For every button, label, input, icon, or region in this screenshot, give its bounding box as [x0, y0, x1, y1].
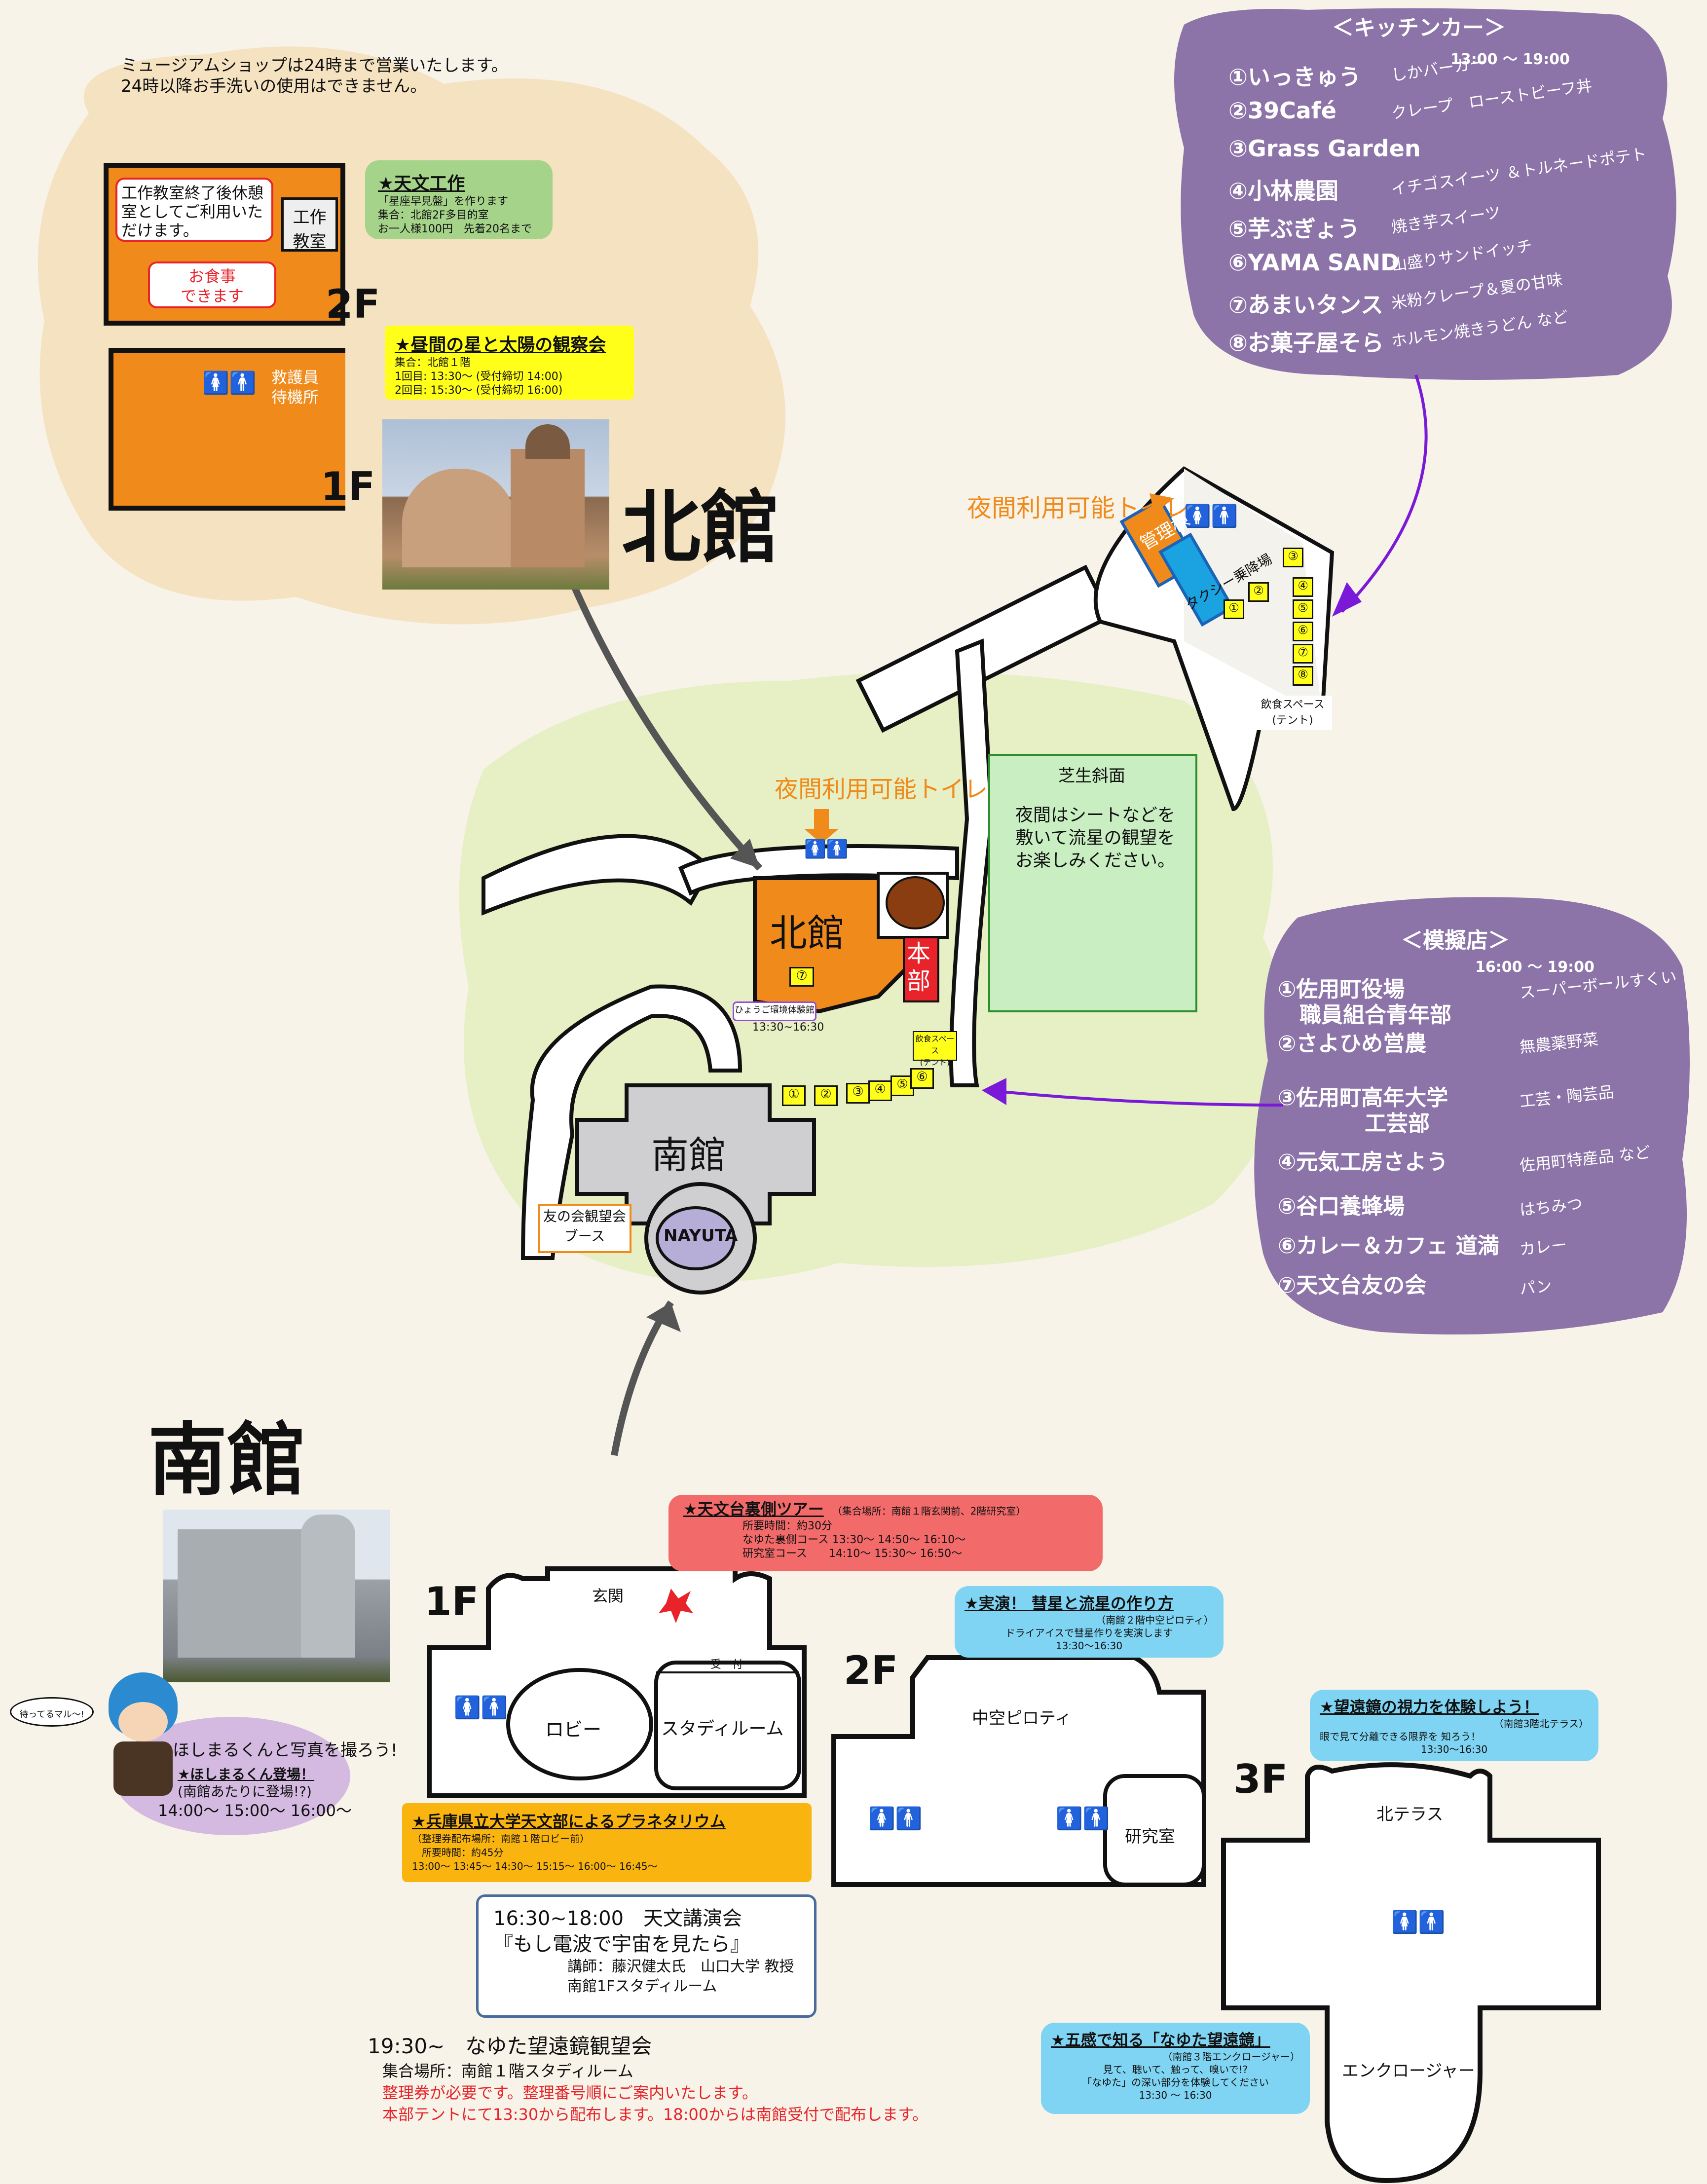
north-1f-plan: 🚺🚹 救護員 待機所 [109, 348, 345, 511]
south-1f-label: 1F [424, 1579, 479, 1625]
nayuta-dome[interactable]: NAYUTA [664, 1226, 738, 1246]
study-room: スタディルーム [661, 1719, 784, 1739]
restroom-icon: 🚺🚹 [804, 839, 849, 859]
restroom-icon: 🚺🚹 [1391, 1910, 1446, 1935]
north-terrace: 北テラス [1376, 1805, 1444, 1824]
shop-notice-line1: ミュージアムショップは24時まで営業いたします。 [121, 56, 508, 75]
enclosure: エンクロージャー [1342, 2061, 1475, 2081]
reception: 受 付 [710, 1659, 743, 1671]
restroom-icon: 🚺🚹 [868, 1806, 923, 1831]
restroom-icon: 🚺🚹 [1056, 1806, 1110, 1831]
stall-slot: ⑥ [910, 1068, 934, 1089]
food-note: お食事 できます [148, 261, 276, 308]
friends-booth: 友の会観望会 ブース [538, 1204, 631, 1253]
event-lecture[interactable]: 16:30~18:00 天文講演会 『もし電波で宇宙を見たら』 講師：藤沢健太氏… [476, 1894, 816, 2018]
stall-slot: ① [782, 1085, 806, 1106]
event-craft[interactable]: ★天文工作 「星座早見盤」を作ります 集合：北館2F多目的室 お一人様100円 … [365, 160, 553, 239]
mascot-times: 14:00〜 15:00〜 16:00〜 [158, 1801, 352, 1820]
kitchen-slot: ⑦ [1293, 644, 1313, 664]
env-hall-time: 13:30~16:30 [752, 1021, 824, 1034]
mascot-figure [99, 1672, 178, 1801]
lawn-text: 夜間はシートなどを 敷いて流星の観望を お楽しみください。 [1015, 805, 1175, 871]
north-1f-label: 1F [321, 464, 375, 510]
north-2f-plan: 工作 教室 工作教室終了後休憩室としてご利用いただけます。 お食事 できます [104, 163, 345, 326]
kitchen-title: ＜キッチンカー＞ [1332, 15, 1506, 40]
kitchen-item-name: ②39Café [1228, 97, 1336, 124]
kitchen-item-name: ⑦あまいタンス [1228, 292, 1384, 318]
south-title: 南館 [148, 1414, 306, 1506]
stall-slot: ⑤ [891, 1075, 914, 1096]
kitchen-slot: ② [1248, 582, 1269, 602]
restroom-icon: 🚺🚹 [454, 1695, 508, 1720]
stall-slot: ② [814, 1085, 838, 1106]
south-building-photo [163, 1510, 390, 1682]
kitchen-item-name: ⑧お菓子屋そら [1228, 330, 1384, 356]
kitchen-slot: ⑥ [1293, 622, 1313, 641]
lobby: ロビー [545, 1719, 602, 1740]
event-planetarium[interactable]: ★兵庫県立大学天文部によるプラネタリウム （整理券配布場所：南館１階ロビー前） … [402, 1803, 812, 1882]
kitchen-item-name: ⑥YAMA SAND [1228, 249, 1400, 276]
mascot-sub: (南館あたりに登場!?) [178, 1783, 312, 1800]
rescue-station: 救護員 待機所 [271, 368, 319, 407]
kitchen-item-name: ⑤芋ぶぎょう [1228, 216, 1360, 242]
dining-tent-2: 飲食スペース (テント) [913, 1031, 957, 1067]
night-toilet-label-1: 夜間利用可能トイレ [967, 494, 1189, 522]
kitchen-time: 13:00 〜 19:00 [1450, 51, 1570, 68]
map-south-building[interactable]: 南館 [651, 1133, 726, 1177]
south-2f-label: 2F [844, 1648, 898, 1694]
piloti: 中空ピロティ [972, 1708, 1072, 1728]
headquarters[interactable]: 本部 [907, 940, 931, 995]
night-toilet-label-2: 夜間利用可能トイレ [775, 776, 988, 803]
workshop-room: 工作 教室 [281, 197, 338, 252]
restroom-icon: 🚺🚹 [1184, 504, 1238, 529]
kitchen-slot: ④ [1293, 577, 1313, 597]
mascot-speech-bubble: 待ってるマル〜! [10, 1697, 94, 1727]
stall-item-name: ⑦天文台友の会 [1278, 1273, 1427, 1298]
north-2f-label: 2F [326, 281, 380, 327]
kitchen-item-name: ④小林農園 [1228, 178, 1338, 204]
kitchen-item-name: ①いっきゅう [1228, 64, 1361, 90]
slot-7-north: ⑦ [789, 967, 814, 987]
event-backstage-tour[interactable]: ★天文台裏側ツアー （集合場所：南館１階玄関前、2階研究室） 所要時間：約30分… [668, 1495, 1103, 1571]
north-building-photo [382, 419, 609, 590]
stall-item-name: ⑤谷口養蜂場 [1278, 1194, 1405, 1219]
north-title: 北館 [622, 481, 780, 574]
kitchen-slot: ① [1224, 599, 1244, 619]
stall-item-name: ⑥カレー＆カフェ 道満 [1278, 1233, 1499, 1259]
map-north-building[interactable]: 北館 [770, 911, 845, 955]
mascot-event-title: ★ほしまるくん登場！ [178, 1766, 315, 1782]
kitchen-slot: ⑧ [1293, 666, 1313, 686]
entrance[interactable]: 玄関 [592, 1587, 624, 1605]
restroom-icon: 🚺🚹 [202, 370, 257, 396]
rest-note: 工作教室終了後休憩室としてご利用いただけます。 [115, 178, 273, 242]
stall-item-name: ①佐用町役場 職員組合青年部 [1278, 977, 1451, 1028]
event-telescope-eyesight[interactable]: ★望遠鏡の視力を体験しよう！ （南館3階北テラス） 眼で見て分離できる限界を 知… [1310, 1690, 1598, 1761]
shop-notice-line2: 24時以降お手洗いの使用はできません。 [121, 76, 427, 96]
stalls-title: ＜模擬店＞ [1401, 928, 1510, 953]
dining-tent-1: 飲食スペース (テント) [1253, 696, 1332, 730]
stall-item-name: ③佐用町高年大学 工芸部 [1278, 1085, 1448, 1136]
kitchen-slot: ③ [1283, 548, 1303, 567]
mascot-photo-text: ほしまるくんと写真を撮ろう! [173, 1740, 398, 1760]
south-3f-label: 3F [1233, 1756, 1288, 1802]
lab-room: 研究室 [1125, 1827, 1175, 1847]
event-five-senses[interactable]: ★五感で知る「なゆた望遠鏡」 （南館３階エンクロージャー） 見て、聴いて、触って… [1041, 2023, 1310, 2114]
lawn-title: 芝生斜面 [1058, 766, 1125, 786]
stalls-time: 16:00 〜 19:00 [1475, 959, 1595, 976]
kitchen-item-name: ③Grass Garden [1228, 135, 1421, 162]
stall-item-name: ④元気工房さよう [1278, 1149, 1448, 1175]
event-nayuta-viewing[interactable]: 19:30~ なゆた望遠鏡観望会 集合場所：南館１階スタディルーム 整理券が必要… [368, 2034, 928, 2124]
kitchen-slot: ⑤ [1293, 599, 1313, 619]
stall-item-name: ②さよひめ営農 [1278, 1031, 1427, 1056]
event-comet[interactable]: ★実演！ 彗星と流星の作り方 （南館２階中空ピロティ） ドライアイスで彗星作りを… [955, 1586, 1224, 1658]
event-sun-observation[interactable]: ★昼間の星と太陽の観察会 集合：北館１階 1回目: 13:30〜 (受付締切 1… [385, 326, 634, 400]
env-experience-hall: ひょうご環境体験館 [733, 1001, 816, 1021]
